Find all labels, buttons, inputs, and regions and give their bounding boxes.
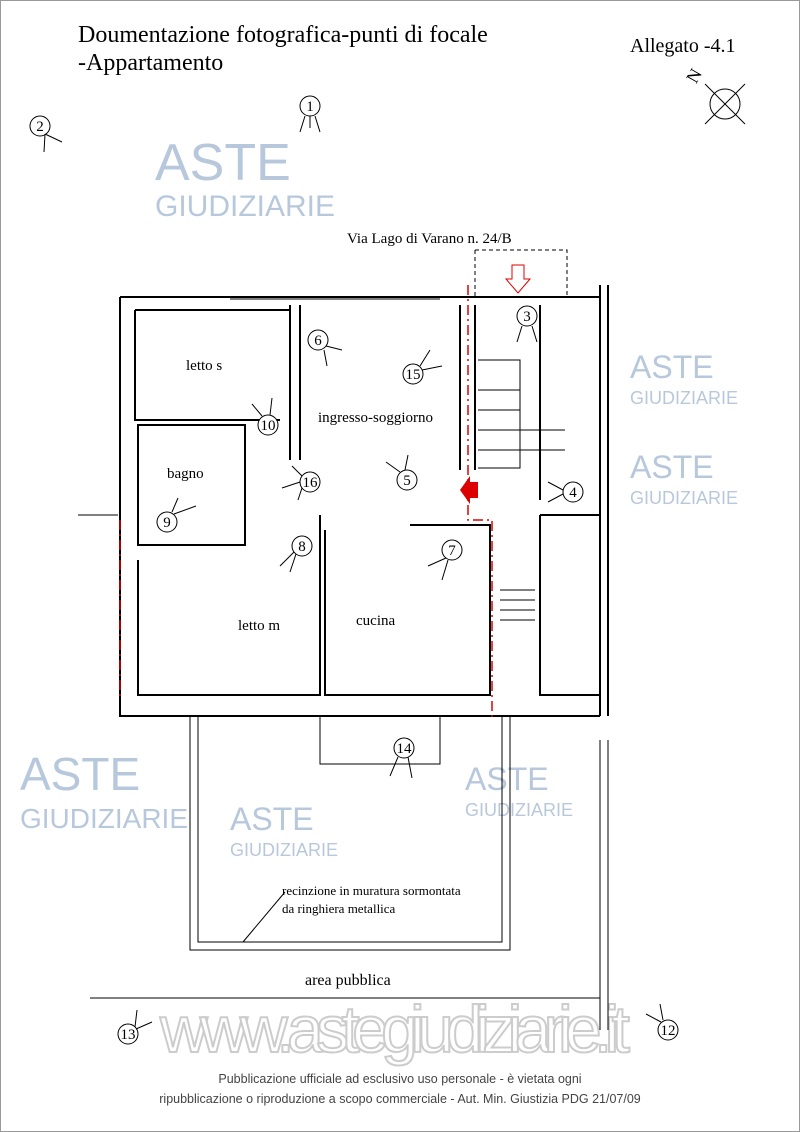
svg-text:ASTE: ASTE	[155, 134, 291, 192]
room-bagno: bagno	[167, 466, 204, 482]
photo-marker-13[interactable]: 13	[117, 1009, 153, 1045]
room-cucina: cucina	[356, 613, 395, 629]
entry-door-arrow-icon	[460, 476, 478, 504]
svg-text:7: 7	[448, 543, 456, 559]
photo-marker-16[interactable]: 16	[281, 465, 321, 501]
svg-text:GIUDIZIARIE: GIUDIZIARIE	[630, 388, 738, 408]
street-address: Via Lago di Varano n. 24/B	[347, 231, 512, 247]
photo-marker-3[interactable]: 3	[516, 305, 538, 343]
walls	[78, 249, 609, 1030]
photo-marker-15[interactable]: 15	[402, 349, 443, 385]
svg-text:GIUDIZIARIE: GIUDIZIARIE	[20, 803, 188, 834]
photo-marker-7[interactable]: 7	[427, 539, 463, 581]
photo-marker-6[interactable]: 6	[307, 329, 343, 367]
svg-text:N: N	[682, 65, 706, 86]
fence-note: recinzione in muratura sormontata	[282, 883, 461, 898]
photo-marker-2[interactable]: 2	[29, 115, 63, 153]
public-area-label: area pubblica	[305, 972, 391, 989]
svg-text:GIUDIZIARIE: GIUDIZIARIE	[630, 488, 738, 508]
photo-marker-1[interactable]: 1	[299, 95, 321, 133]
svg-text:GIUDIZIARIE: GIUDIZIARIE	[155, 190, 335, 223]
svg-text:www.astegiudiziarie.it: www.astegiudiziarie.it	[159, 992, 630, 1066]
photo-marker-14[interactable]: 14	[389, 737, 415, 779]
watermark-logo: ASTE GIUDIZIARIE ASTE GIUDIZIARIE ASTE G…	[20, 134, 738, 1067]
svg-text:GIUDIZIARIE: GIUDIZIARIE	[230, 840, 338, 860]
room-letto-m: letto m	[238, 618, 280, 634]
svg-text:1: 1	[306, 99, 314, 115]
north-arrow-icon: N	[682, 65, 746, 125]
svg-text:13: 13	[121, 1027, 136, 1043]
svg-text:ASTE: ASTE	[465, 761, 549, 797]
svg-text:14: 14	[397, 741, 413, 757]
property-boundary	[119, 285, 493, 720]
svg-text:9: 9	[163, 515, 171, 531]
svg-text:12: 12	[661, 1023, 676, 1039]
svg-text:6: 6	[314, 333, 322, 349]
photo-marker-4[interactable]: 4	[547, 481, 584, 503]
footer-disclaimer-line1: Pubblicazione ufficiale ad esclusivo uso…	[218, 1072, 582, 1086]
photo-marker-9[interactable]: 9	[156, 497, 197, 533]
svg-text:GIUDIZIARIE: GIUDIZIARIE	[465, 800, 573, 820]
svg-text:ASTE: ASTE	[630, 449, 714, 485]
svg-text:15: 15	[406, 367, 421, 383]
photo-marker-10[interactable]: 10	[251, 397, 279, 436]
svg-text:8: 8	[298, 539, 306, 555]
attachment-label: Allegato -4.1	[630, 35, 736, 57]
svg-text:ASTE: ASTE	[20, 748, 140, 800]
svg-text:4: 4	[569, 485, 577, 501]
svg-text:2: 2	[36, 119, 44, 135]
photo-marker-12[interactable]: 12	[645, 1003, 679, 1041]
svg-text:16: 16	[303, 475, 319, 491]
svg-text:ASTE: ASTE	[230, 801, 314, 837]
fence-note-2: da ringhiera metallica	[282, 901, 396, 916]
photo-marker-8[interactable]: 8	[279, 535, 313, 573]
photo-marker-5[interactable]: 5	[385, 454, 418, 491]
entrance-arrow-icon	[504, 264, 532, 294]
document-title: Doumentazione fotografica-punti di focal…	[78, 22, 488, 48]
svg-text:10: 10	[261, 418, 276, 434]
svg-text:5: 5	[403, 473, 411, 489]
footer-disclaimer-line2: ripubblicazione o riproduzione a scopo c…	[159, 1092, 641, 1106]
document-subtitle: -Appartamento	[78, 50, 223, 76]
room-ingresso-soggiorno: ingresso-soggiorno	[318, 410, 433, 426]
svg-text:3: 3	[523, 309, 531, 325]
room-letto-s: letto s	[186, 358, 222, 374]
svg-text:ASTE: ASTE	[630, 349, 714, 385]
